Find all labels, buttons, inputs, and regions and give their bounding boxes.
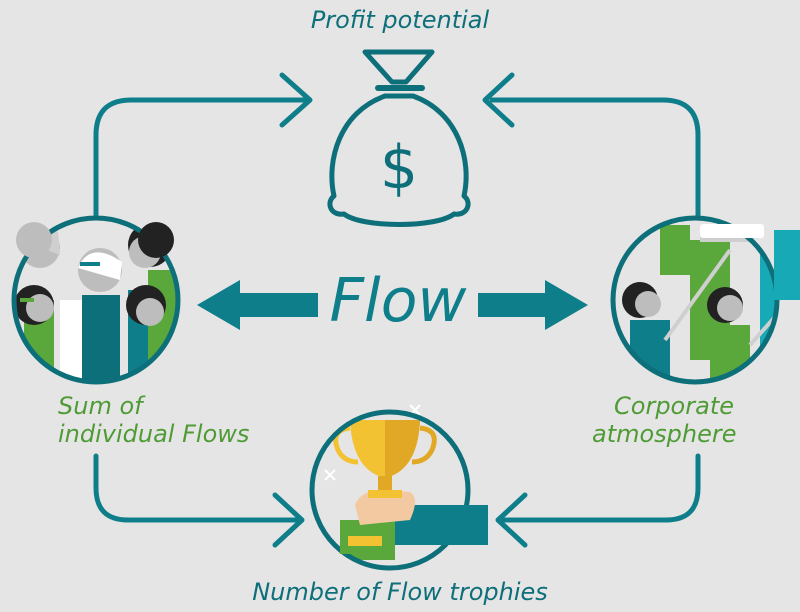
label-sum-of-individual-flows: Sum of individual Flows (58, 392, 249, 448)
dollar-sign: $ (380, 133, 418, 203)
label-sum-line-1: Sum of (58, 392, 143, 420)
group-of-people-icon (11, 215, 181, 385)
label-number-of-flow-trophies: Number of Flow trophies (252, 578, 548, 606)
money-bag-icon: $ (327, 49, 471, 227)
label-sum-line-2: individual Flows (58, 420, 250, 448)
arrowhead-top-right (482, 72, 515, 128)
arrowhead-bottom-right (495, 492, 528, 548)
label-corp-line-1: Corporate (614, 392, 734, 420)
painters-icon (610, 215, 800, 385)
flow-double-arrow (197, 280, 588, 330)
label-corporate-atmosphere: Corporate atmosphere (592, 392, 737, 448)
arrowhead-top-left (279, 72, 313, 128)
connector-bottom-left (93, 453, 301, 523)
trophy-handover-icon (309, 404, 488, 571)
connector-bottom-right (499, 453, 701, 523)
connector-top-right (489, 97, 701, 218)
label-profit-potential: Profit potential (310, 6, 490, 34)
arrowhead-bottom-left (272, 492, 305, 548)
label-flow: Flow (329, 266, 467, 336)
connector-top-left (93, 97, 308, 218)
label-corp-line-2: atmosphere (592, 420, 737, 448)
